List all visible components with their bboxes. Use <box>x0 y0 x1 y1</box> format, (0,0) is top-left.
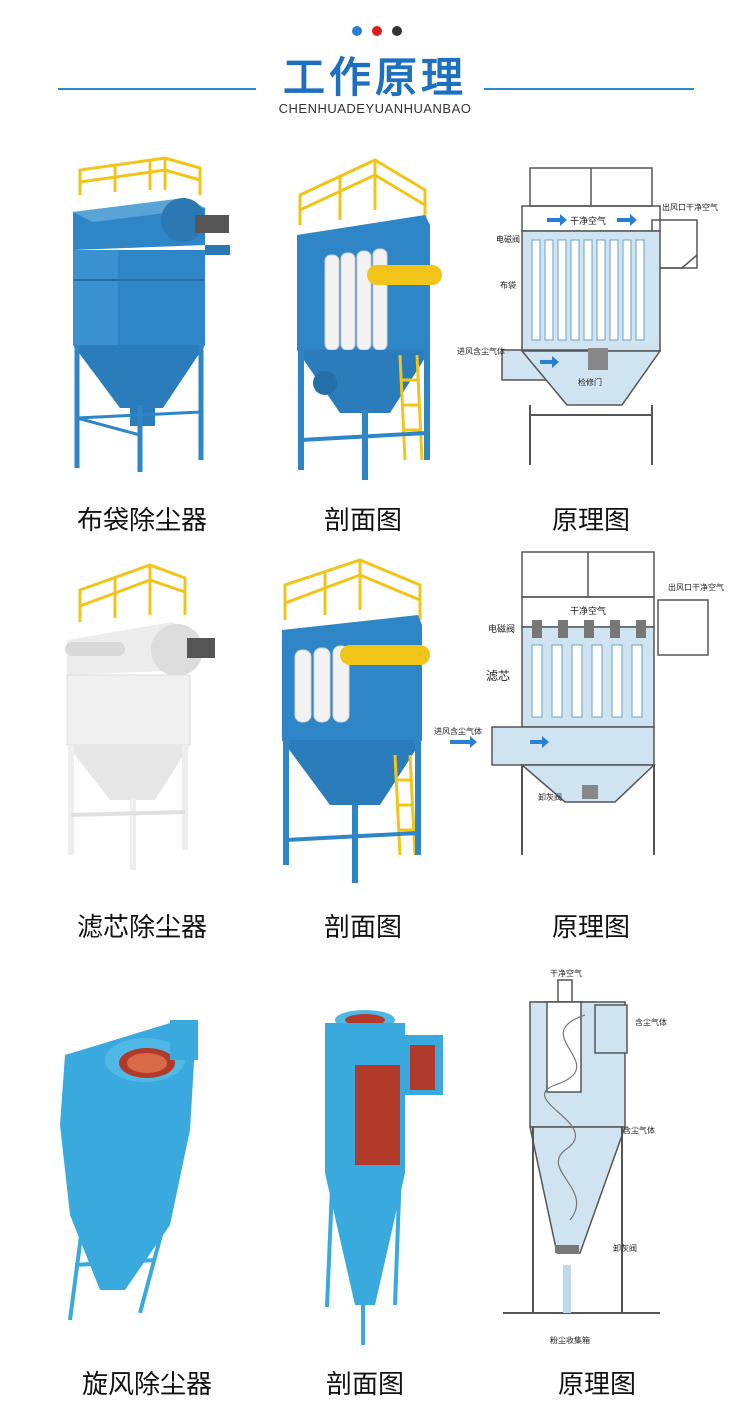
caption-bag-principle: 原理图 <box>551 506 630 536</box>
label-discharge-2: 卸灰阀 <box>538 792 562 802</box>
page-title: 工作原理 <box>282 53 467 102</box>
divider-right <box>484 88 694 90</box>
label-collector: 粉尘收集箱 <box>550 1335 590 1345</box>
cyclone-section-image <box>315 1005 450 1350</box>
decorative-dots <box>352 26 402 36</box>
cartridge-section-image <box>270 555 440 890</box>
cartridge-diagram: 干净空气 出风口干净空气 电磁阀 滤芯 进风含尘气体 卸灰阀 <box>430 550 735 860</box>
label-clean-air-2: 干净空气 <box>570 605 606 617</box>
label-inlet: 进风含尘气体 <box>457 346 505 356</box>
label-inlet-2: 进风含尘气体 <box>434 726 482 736</box>
dot-dark <box>392 26 402 36</box>
label-filter: 滤芯 <box>486 669 510 683</box>
dot-red <box>372 26 382 36</box>
bag-filter-diagram: 干净空气 出风口干净空气 电磁阀 布袋 进风含尘气体 检修门 <box>452 160 737 470</box>
caption-cartridge-principle: 原理图 <box>551 913 630 943</box>
caption-cyclone-principle: 原理图 <box>557 1370 636 1400</box>
cartridge-filter-image <box>55 560 245 880</box>
label-clean-air: 干净空气 <box>570 215 606 227</box>
caption-bag-filter: 布袋除尘器 <box>76 506 207 536</box>
label-dusty-gas-top: 含尘气体 <box>635 1017 667 1027</box>
divider-left <box>58 88 256 90</box>
cyclone-image <box>55 1015 245 1330</box>
dot-blue <box>352 26 362 36</box>
label-outlet: 出风口干净空气 <box>662 202 718 212</box>
caption-cartridge-filter: 滤芯除尘器 <box>76 913 207 943</box>
label-bag: 布袋 <box>500 280 516 290</box>
label-outlet-2: 出风口干净空气 <box>668 582 724 592</box>
bag-filter-section-image <box>285 155 445 485</box>
bag-filter-image <box>55 150 245 480</box>
label-solenoid: 电磁阀 <box>496 234 520 244</box>
caption-cyclone: 旋风除尘器 <box>81 1370 212 1400</box>
label-discharge-3: 卸灰阀 <box>613 1243 637 1253</box>
label-dusty-gas-mid: 含尘气体 <box>623 1125 655 1135</box>
section-header: 工作原理 CHENHUADEYUANHUANBAO <box>0 0 750 130</box>
label-solenoid-2: 电磁阀 <box>488 623 515 635</box>
page-subtitle: CHENHUADEYUANHUANBAO <box>278 101 472 116</box>
label-clean-air-3: 干净空气 <box>550 968 582 978</box>
caption-cartridge-section: 剖面图 <box>323 913 402 943</box>
caption-cyclone-section: 剖面图 <box>325 1370 404 1400</box>
cyclone-diagram: 干净空气 含尘气体 含尘气体 卸灰阀 粉尘收集箱 <box>495 965 685 1350</box>
label-door: 检修门 <box>578 377 602 387</box>
caption-bag-section: 剖面图 <box>323 506 402 536</box>
